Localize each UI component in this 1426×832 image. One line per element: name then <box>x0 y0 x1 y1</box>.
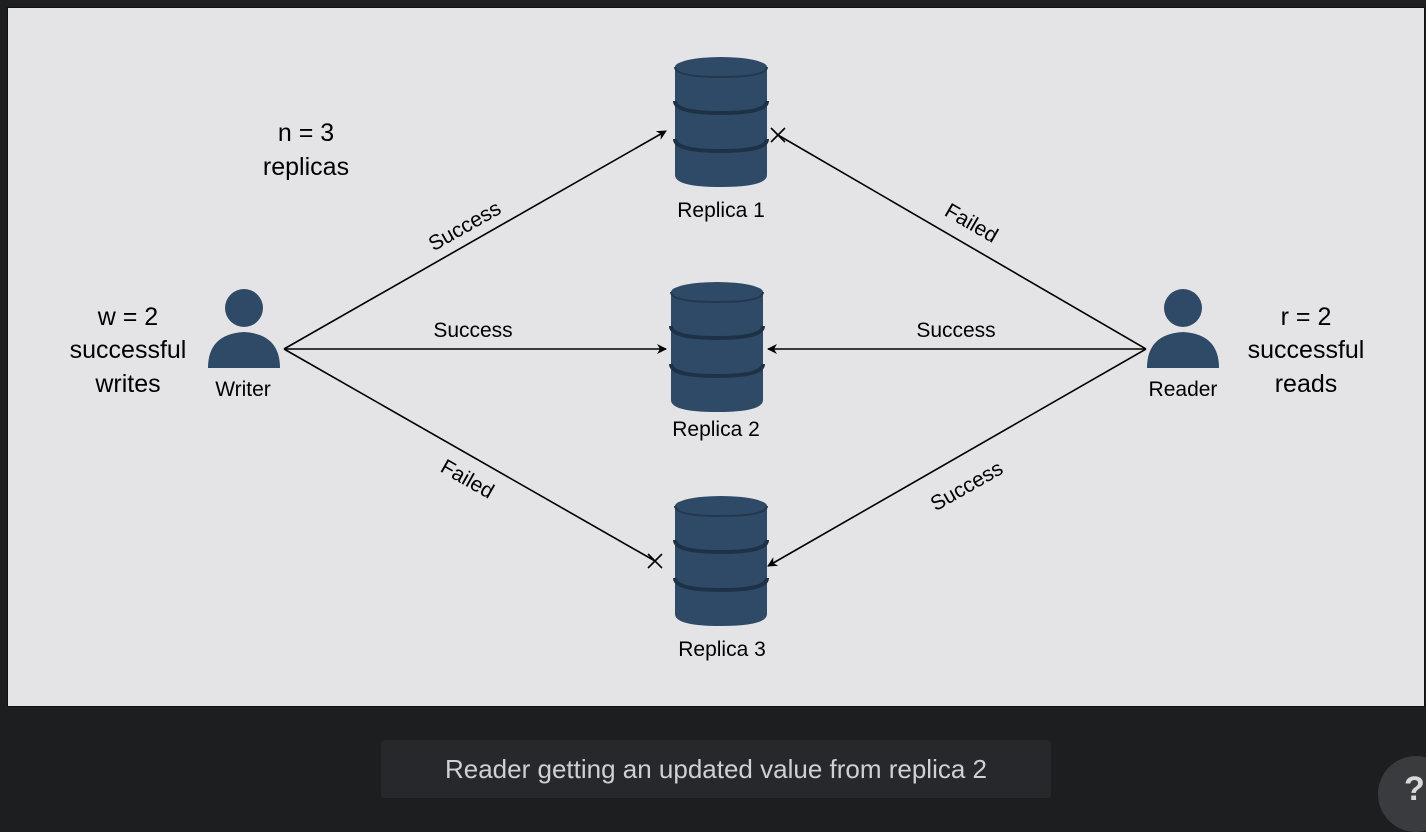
note-n-line2: replicas <box>263 153 349 181</box>
replica-count-note: n = 3 replicas <box>263 119 349 181</box>
person-icon <box>1147 289 1219 368</box>
note-n-line1: n = 3 <box>278 119 334 147</box>
replica-2-label: Replica 2 <box>672 418 760 441</box>
database-icon <box>669 280 765 414</box>
writer-label: Writer <box>215 378 271 401</box>
database-icon <box>673 55 769 189</box>
write-quorum-note: w = 2 successful writes <box>70 303 187 398</box>
note-w-line1: w = 2 <box>97 303 158 331</box>
replica-3: Replica 3 <box>673 494 769 661</box>
replica-1-label: Replica 1 <box>677 199 765 222</box>
edge-label-reader-replica1: Failed <box>941 199 1002 248</box>
help-button[interactable]: ? <box>1378 756 1426 832</box>
reader-label: Reader <box>1149 378 1218 401</box>
database-icon <box>673 494 769 628</box>
replica-3-label: Replica 3 <box>678 638 766 661</box>
person-icon <box>208 289 280 368</box>
edge-label-reader-replica3: Success <box>927 457 1007 516</box>
note-r-line1: r = 2 <box>1281 303 1332 331</box>
replica-2: Replica 2 <box>669 280 765 441</box>
reader-actor: Reader <box>1147 289 1219 401</box>
note-r-line3: reads <box>1275 370 1338 398</box>
replica-1: Replica 1 <box>673 55 769 222</box>
figure-caption: Reader getting an updated value from rep… <box>381 740 1051 798</box>
edge-writer-replica1 <box>283 130 667 350</box>
edge-writer-replica3 <box>283 348 663 569</box>
edge-reader-replica3 <box>767 348 1147 567</box>
diagram-canvas: Success Success Failed Failed Success Su… <box>8 8 1424 706</box>
note-w-line2: successful <box>70 336 187 364</box>
note-r-line2: successful <box>1248 336 1365 364</box>
writer-actor: Writer <box>208 289 280 401</box>
edge-label-reader-replica2: Success <box>916 319 995 342</box>
edge-label-writer-replica2: Success <box>433 319 512 342</box>
edge-label-writer-replica1: Success <box>425 197 505 256</box>
edge-reader-replica1 <box>770 127 1147 350</box>
question-mark-icon: ? <box>1404 770 1425 808</box>
edge-label-writer-replica3: Failed <box>437 455 498 503</box>
note-w-line3: writes <box>94 370 160 398</box>
read-quorum-note: r = 2 successful reads <box>1248 303 1365 398</box>
